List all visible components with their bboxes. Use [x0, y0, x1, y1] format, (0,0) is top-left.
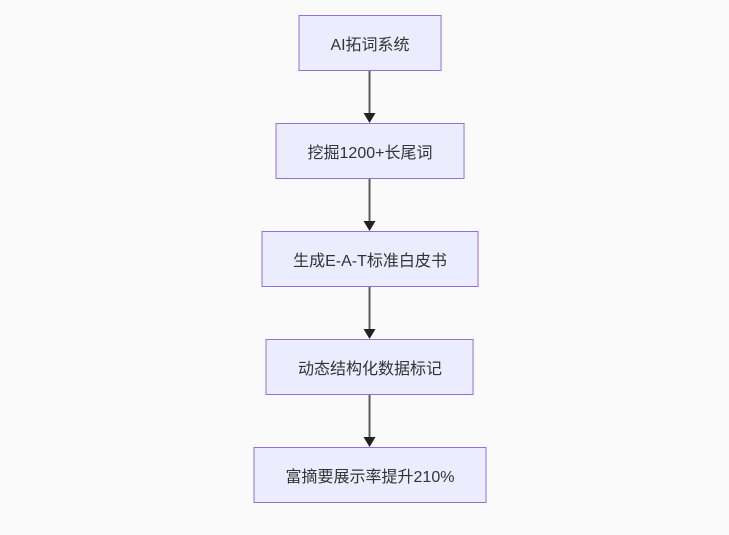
flow-arrow-3	[364, 287, 376, 339]
flow-node-label: AI拓词系统	[330, 37, 410, 54]
flowchart: AI拓词系统 挖掘1200+长尾词 生成E-A-T标准白皮书 动态结构化数据标记	[253, 15, 487, 503]
arrow-line	[369, 287, 371, 329]
arrowhead-down-icon	[364, 437, 376, 447]
arrow-line	[369, 179, 371, 221]
flow-node-label: 动态结构化数据标记	[297, 361, 442, 378]
flow-node-label: 富摘要展示率提升210%	[285, 469, 455, 486]
flow-node-eat-whitepaper: 生成E-A-T标准白皮书	[261, 231, 479, 287]
arrowhead-down-icon	[364, 221, 376, 231]
flow-node-label: 生成E-A-T标准白皮书	[293, 253, 447, 270]
flow-arrow-2	[364, 179, 376, 231]
arrowhead-down-icon	[364, 113, 376, 123]
flow-node-longtail-mining: 挖掘1200+长尾词	[275, 123, 465, 179]
flow-node-rich-snippet-rate: 富摘要展示率提升210%	[253, 447, 487, 503]
flow-node-ai-word-expansion: AI拓词系统	[298, 15, 442, 71]
arrow-line	[369, 395, 371, 437]
flow-arrow-4	[364, 395, 376, 447]
flow-arrow-1	[364, 71, 376, 123]
flow-node-structured-data-markup: 动态结构化数据标记	[265, 339, 474, 395]
flow-node-label: 挖掘1200+长尾词	[307, 145, 433, 162]
arrowhead-down-icon	[364, 329, 376, 339]
arrow-line	[369, 71, 371, 113]
